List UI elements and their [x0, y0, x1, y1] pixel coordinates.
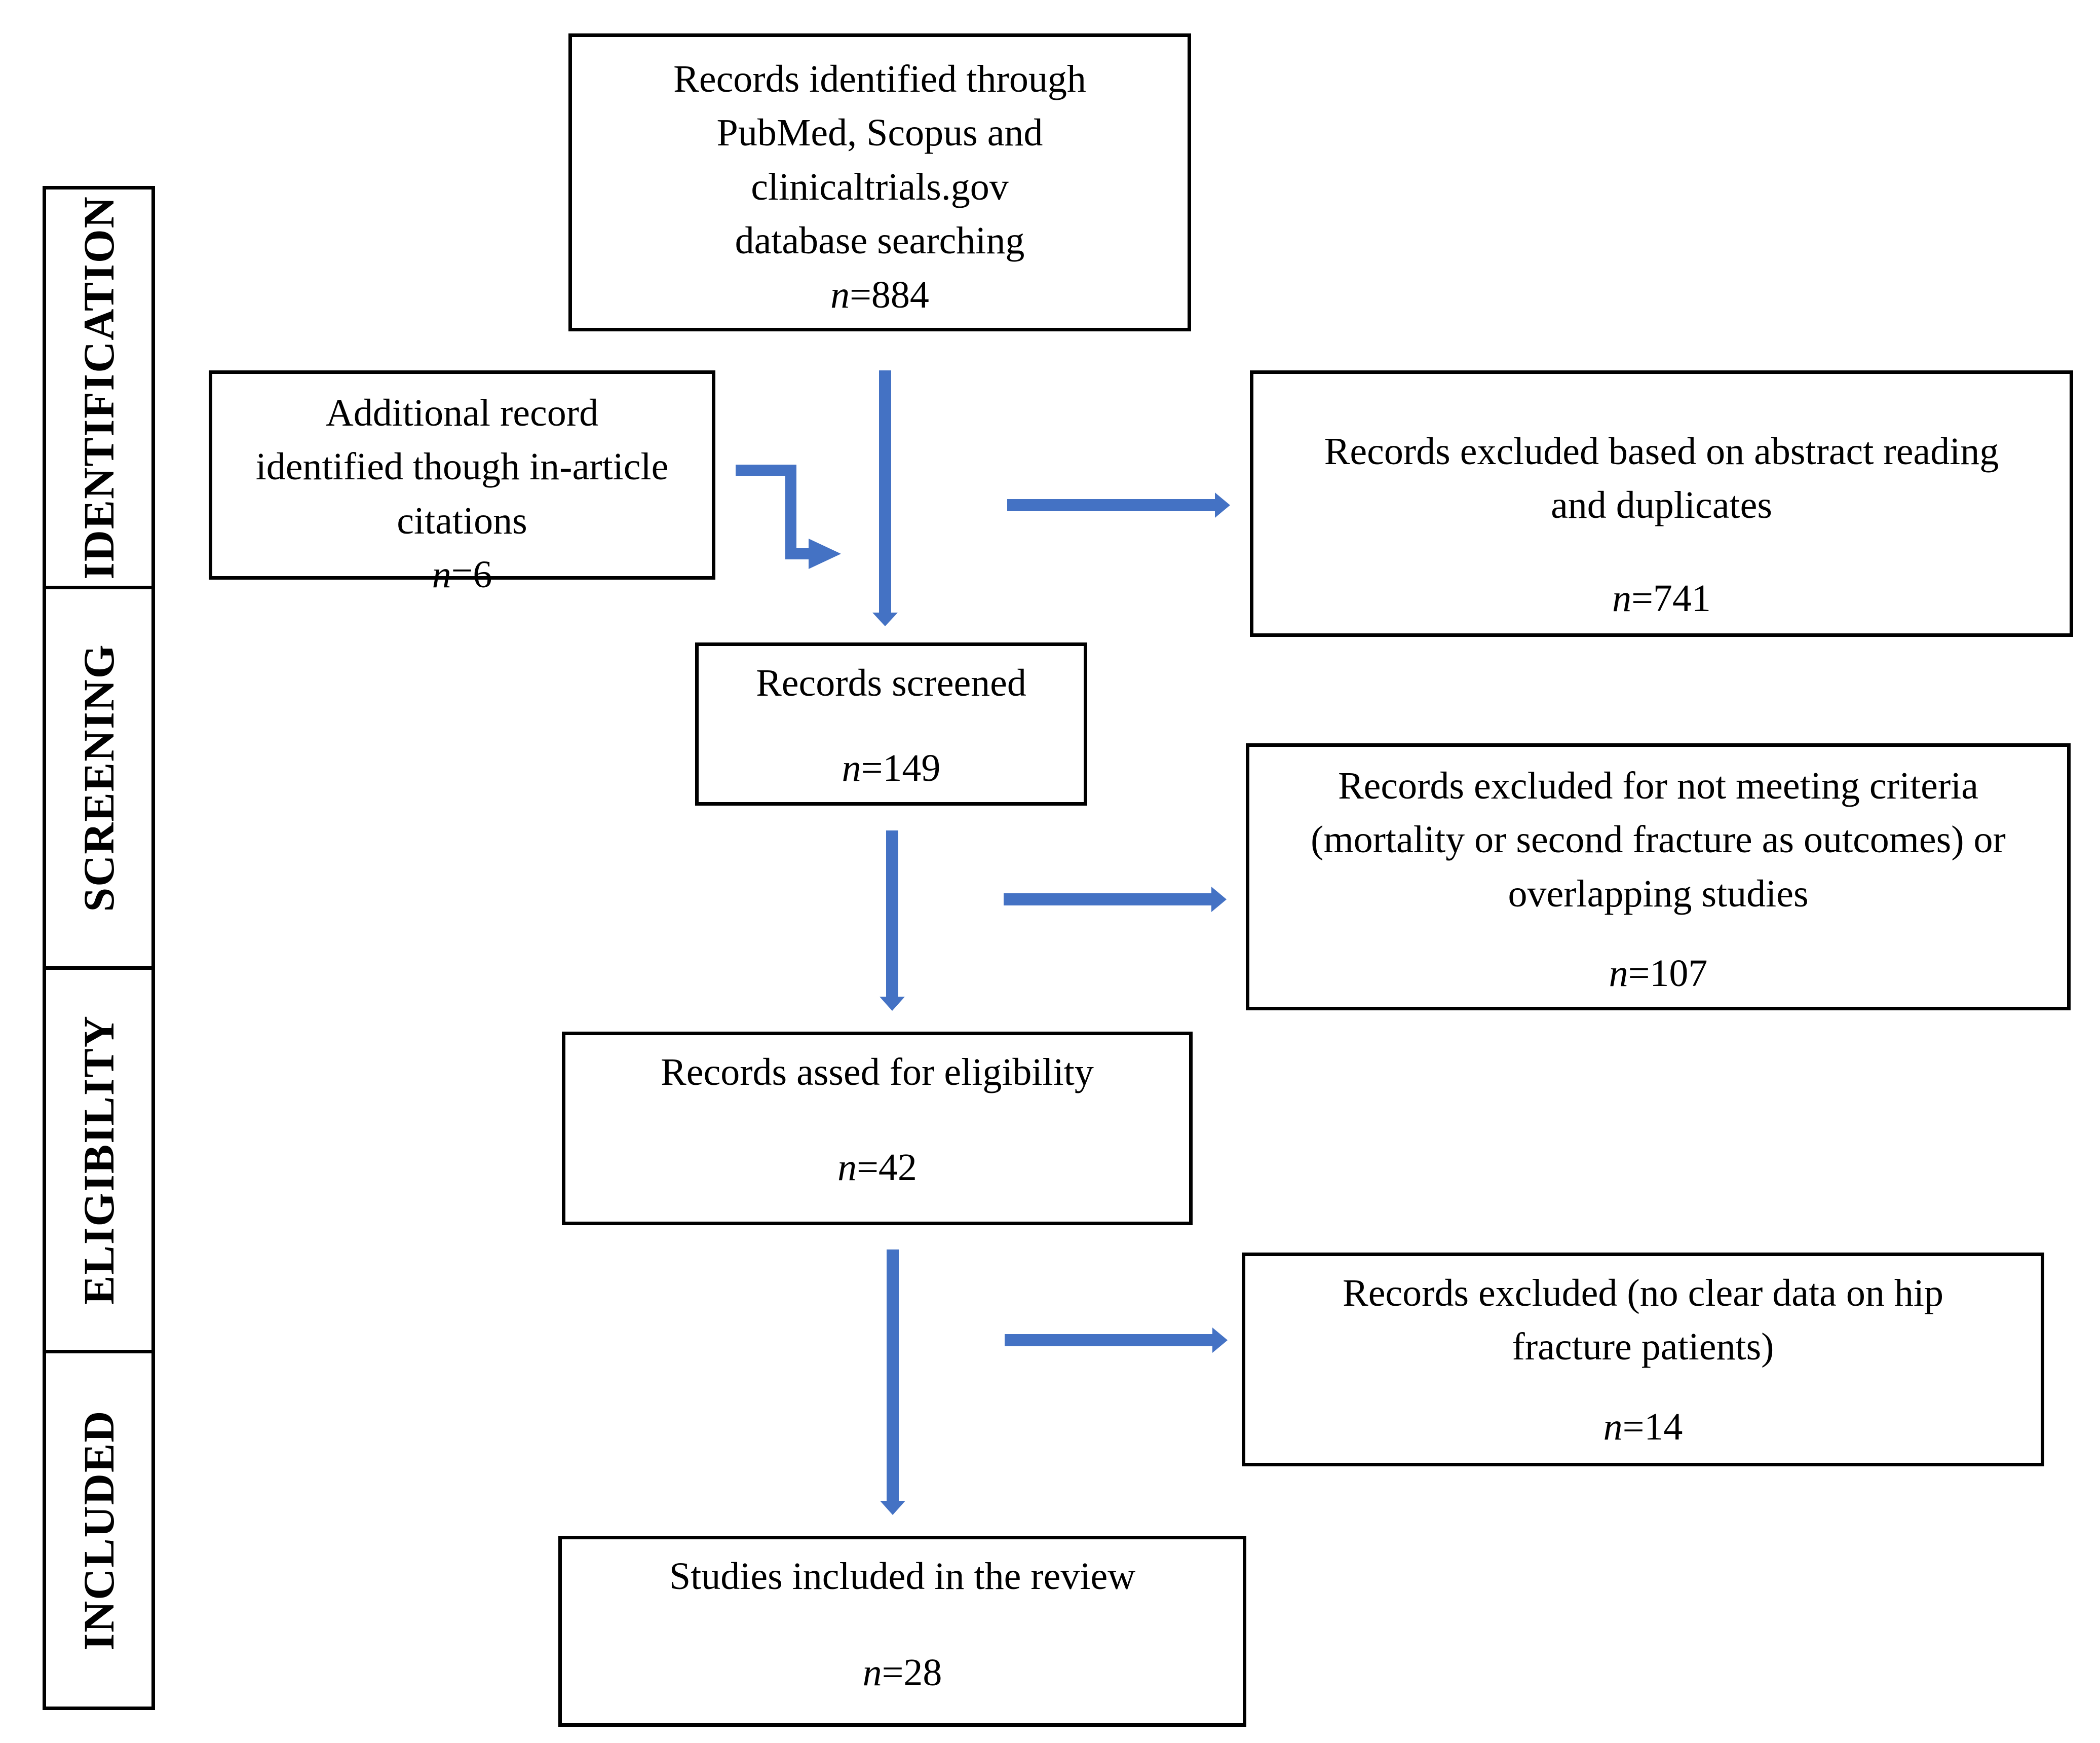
box-count: n=741	[1612, 577, 1711, 620]
box-line: Records screened	[756, 662, 1026, 704]
box-line: fracture patients)	[1512, 1325, 1774, 1369]
box-line: citations	[397, 499, 527, 542]
box-line: overlapping studies	[1508, 872, 1809, 915]
box-line: Records assed for eligibility	[661, 1051, 1094, 1093]
box-line: PubMed, Scopus and	[716, 111, 1043, 155]
box-line: Records excluded (no clear data on hip	[1343, 1272, 1943, 1314]
box-records-screened: Records screened n=149	[695, 642, 1087, 806]
box-records-identified: Records identified through PubMed, Scopu…	[568, 33, 1191, 331]
box-line: Records identified through	[673, 58, 1086, 100]
stage-divider	[43, 586, 155, 589]
box-count: n=149	[842, 747, 941, 789]
stage-identification: IDENTIFICATION	[43, 186, 155, 589]
arrow-down-eligibility-to-included	[880, 1249, 905, 1515]
box-excluded-abstract: Records excluded based on abstract readi…	[1250, 370, 2073, 637]
box-line: clinicaltrials.gov	[751, 165, 1009, 208]
stage-divider	[43, 1350, 155, 1353]
box-line: Additional record	[325, 392, 599, 434]
arrow-right-to-excluded-data	[1005, 1328, 1228, 1353]
box-count: n=884	[830, 273, 929, 316]
box-line: Records excluded for not meeting criteri…	[1338, 765, 1979, 807]
arrow-bent-additional-to-screened	[736, 465, 841, 569]
stage-included: INCLUDED	[43, 1353, 155, 1707]
arrow-right-to-excluded-criteria	[1004, 887, 1227, 912]
box-count: n=14	[1603, 1406, 1683, 1448]
box-records-eligibility: Records assed for eligibility n=42	[562, 1032, 1193, 1225]
box-count: n=107	[1609, 952, 1708, 995]
box-line: and duplicates	[1551, 484, 1772, 527]
stage-eligibility: ELIGIBILITY	[43, 970, 155, 1350]
box-excluded-data: Records excluded (no clear data on hip f…	[1242, 1253, 2044, 1466]
arrow-right-to-excluded-abstract	[1007, 492, 1230, 518]
box-line: Records excluded based on abstract readi…	[1324, 430, 1999, 473]
box-line: (mortality or second fracture as outcome…	[1311, 818, 2006, 861]
box-excluded-criteria: Records excluded for not meeting criteri…	[1246, 743, 2071, 1010]
box-count: n=28	[862, 1651, 942, 1694]
stage-screening: SCREENING	[43, 589, 155, 966]
arrow-down-identified-to-screened	[872, 370, 898, 626]
box-line: database searching	[735, 219, 1025, 262]
box-studies-included: Studies included in the review n=28	[558, 1536, 1246, 1727]
box-count: n=6	[432, 553, 492, 596]
box-additional-records: Additional record identified though in-a…	[209, 370, 715, 596]
box-line: Studies included in the review	[669, 1555, 1136, 1598]
box-count: n=42	[837, 1146, 917, 1189]
box-line: identified though in-article	[255, 445, 669, 488]
stage-divider	[43, 966, 155, 970]
arrow-down-screened-to-eligibility	[880, 830, 905, 1011]
